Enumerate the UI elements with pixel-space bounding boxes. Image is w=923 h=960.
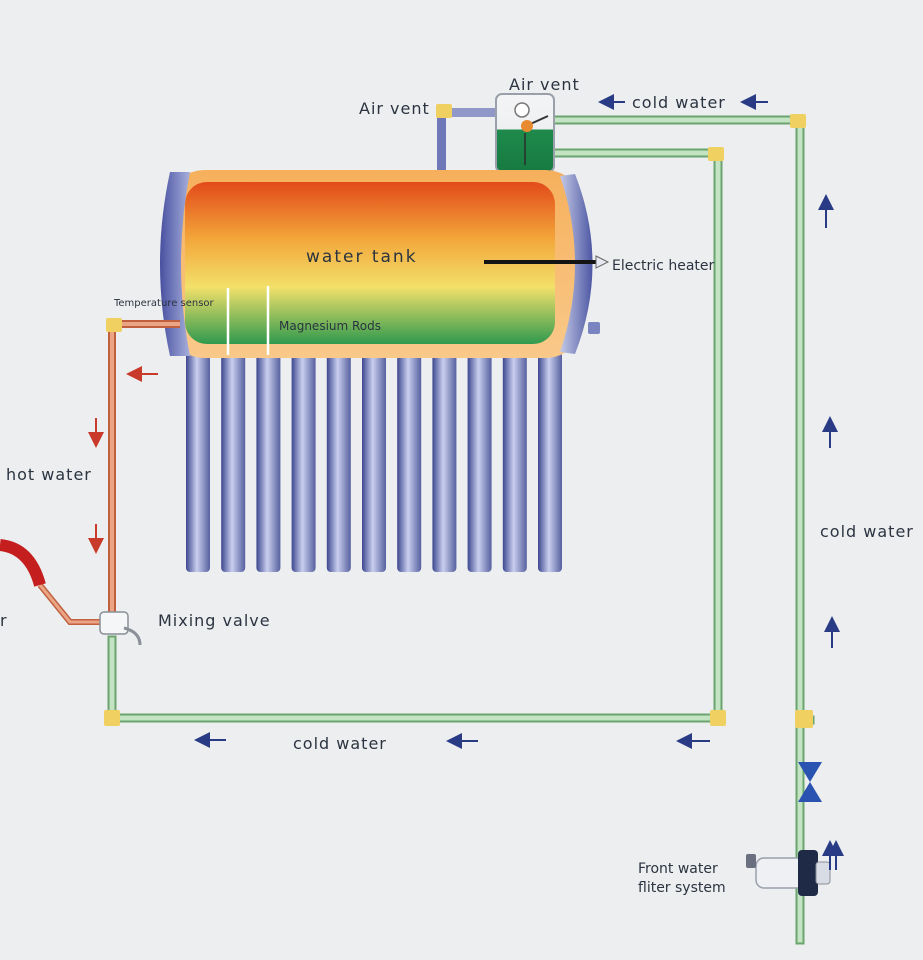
vent-elbow-fitting (436, 104, 452, 118)
label-filter-line2: fliter system (638, 880, 726, 896)
label-mixing-valve: Mixing valve (158, 611, 271, 630)
mixing-valve (0, 539, 142, 646)
vacuum-tube (186, 352, 210, 572)
label-air-vent-left: Air vent (359, 99, 430, 118)
pipe-fittings (104, 114, 813, 728)
label-temperature-sensor: Temperature sensor (113, 298, 215, 309)
float-indicator (514, 102, 530, 118)
vacuum-tube (538, 352, 562, 572)
vacuum-tube (256, 352, 281, 572)
float-ball (521, 120, 533, 132)
water-tank (160, 170, 610, 358)
shower-hose (0, 539, 46, 587)
label-water-tank: water tank (306, 247, 418, 267)
label-filter-line1: Front water (638, 861, 718, 877)
flow-arrows (194, 94, 844, 870)
label-electric-heater: Electric heater (612, 258, 714, 274)
vacuum-tube (326, 352, 351, 572)
hot-pipe-elbow (106, 318, 122, 332)
vacuum-tube (291, 352, 316, 572)
hot-water-pipe (106, 318, 180, 615)
vacuum-tube (397, 352, 422, 572)
vacuum-tube (502, 352, 527, 572)
tank-end-cap-left (160, 172, 190, 356)
label-hot-water: hot water (6, 465, 92, 484)
vacuum-tube (432, 352, 457, 572)
hot-flow-arrows (88, 366, 158, 554)
air-vent-pipe (436, 104, 497, 176)
label-cold-water-bottom: cold water (293, 734, 387, 753)
mixing-valve-spout (123, 626, 142, 646)
tank-outlet-stub (588, 322, 600, 334)
filter-handle (746, 854, 756, 868)
electric-heater-plug (595, 255, 610, 269)
label-cold-water-right: cold water (820, 522, 914, 541)
vacuum-tube (467, 352, 492, 572)
vacuum-tube (362, 352, 386, 572)
label-magnesium-rods: Magnesium Rods (279, 319, 381, 333)
air-vent-box (495, 93, 555, 173)
label-cold-water-top: cold water (632, 93, 726, 112)
vacuum-tubes (186, 352, 562, 572)
label-air-vent-top: Air vent (509, 75, 580, 94)
shutoff-valve (798, 762, 822, 802)
front-water-filter (746, 850, 831, 896)
label-shower-partial: r (0, 611, 7, 630)
labels: Air vent Air vent cold water water tank … (0, 75, 914, 896)
vacuum-tube (221, 352, 246, 572)
